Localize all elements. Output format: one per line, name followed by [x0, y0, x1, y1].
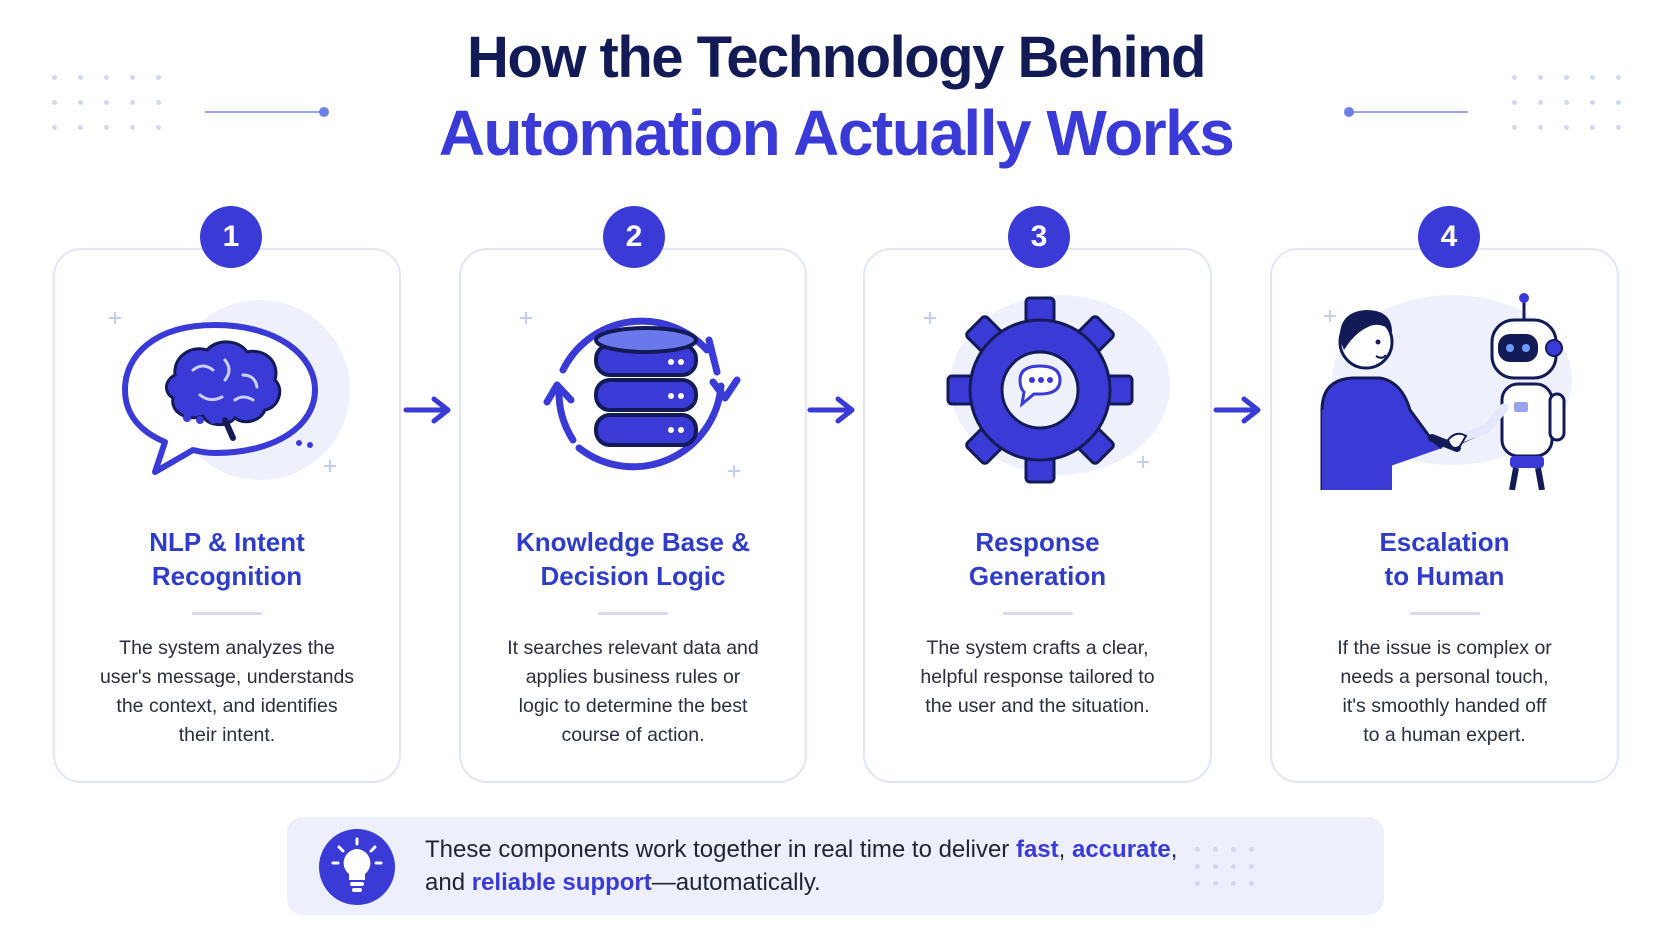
summary-banner: These components work together in real t… [287, 817, 1384, 915]
banner-highlight-reliable-support: reliable support [471, 869, 652, 896]
banner-highlight-fast: fast [1015, 836, 1059, 863]
brain-speech-bubble-icon [109, 300, 350, 480]
step-4-divider [1409, 612, 1480, 615]
step-3-divider [1002, 612, 1073, 615]
gear-chat-icon [924, 295, 1170, 484]
lightbulb-icon [319, 829, 395, 905]
step-1-number-badge: 1 [200, 206, 262, 268]
decorative-line-left [205, 107, 329, 117]
step-2-number-badge: 2 [603, 206, 665, 268]
arrow-right-icon [403, 396, 451, 424]
decorative-dots-top-right [1512, 75, 1622, 130]
page-title-line-1: How the Technology Behind [467, 25, 1206, 90]
banner-text: These components work together in real t… [425, 836, 1178, 896]
step-3-card: Response Generation The system crafts a … [863, 248, 1212, 783]
human-robot-handshake-icon [1320, 293, 1572, 490]
step-4-title: Escalation to Human [1379, 527, 1510, 591]
step-1-description: The system analyzes the user's message, … [99, 637, 355, 746]
step-4-description: If the issue is complex or needs a perso… [1337, 637, 1552, 746]
step-3-title: Response Generation [968, 527, 1107, 591]
page-title-line-2: Automation Actually Works [438, 97, 1235, 169]
database-cycle-icon [520, 312, 741, 477]
arrow-right-icon [1213, 396, 1261, 424]
arrow-right-icon [807, 396, 855, 424]
decorative-line-right [1344, 107, 1468, 117]
step-3-number-badge: 3 [1008, 206, 1070, 268]
step-1-title: NLP & Intent Recognition [149, 527, 305, 591]
step-4-card: Escalation to Human If the issue is comp… [1270, 248, 1619, 783]
step-4-number-badge: 4 [1418, 206, 1480, 268]
step-2-description: It searches relevant data and applies bu… [507, 637, 759, 746]
decorative-dots-banner [1195, 847, 1255, 886]
banner-highlight-accurate: accurate [1071, 836, 1171, 863]
step-2-title: Knowledge Base & Decision Logic [515, 527, 751, 591]
step-1-divider [192, 612, 262, 615]
step-3-description: The system crafts a clear, helpful respo… [920, 637, 1155, 717]
step-1-card: NLP & Intent Recognition The system anal… [53, 248, 401, 783]
decorative-dots-top-left [52, 75, 162, 130]
step-2-divider [598, 612, 668, 615]
step-2-card: Knowledge Base & Decision Logic It searc… [459, 248, 807, 783]
